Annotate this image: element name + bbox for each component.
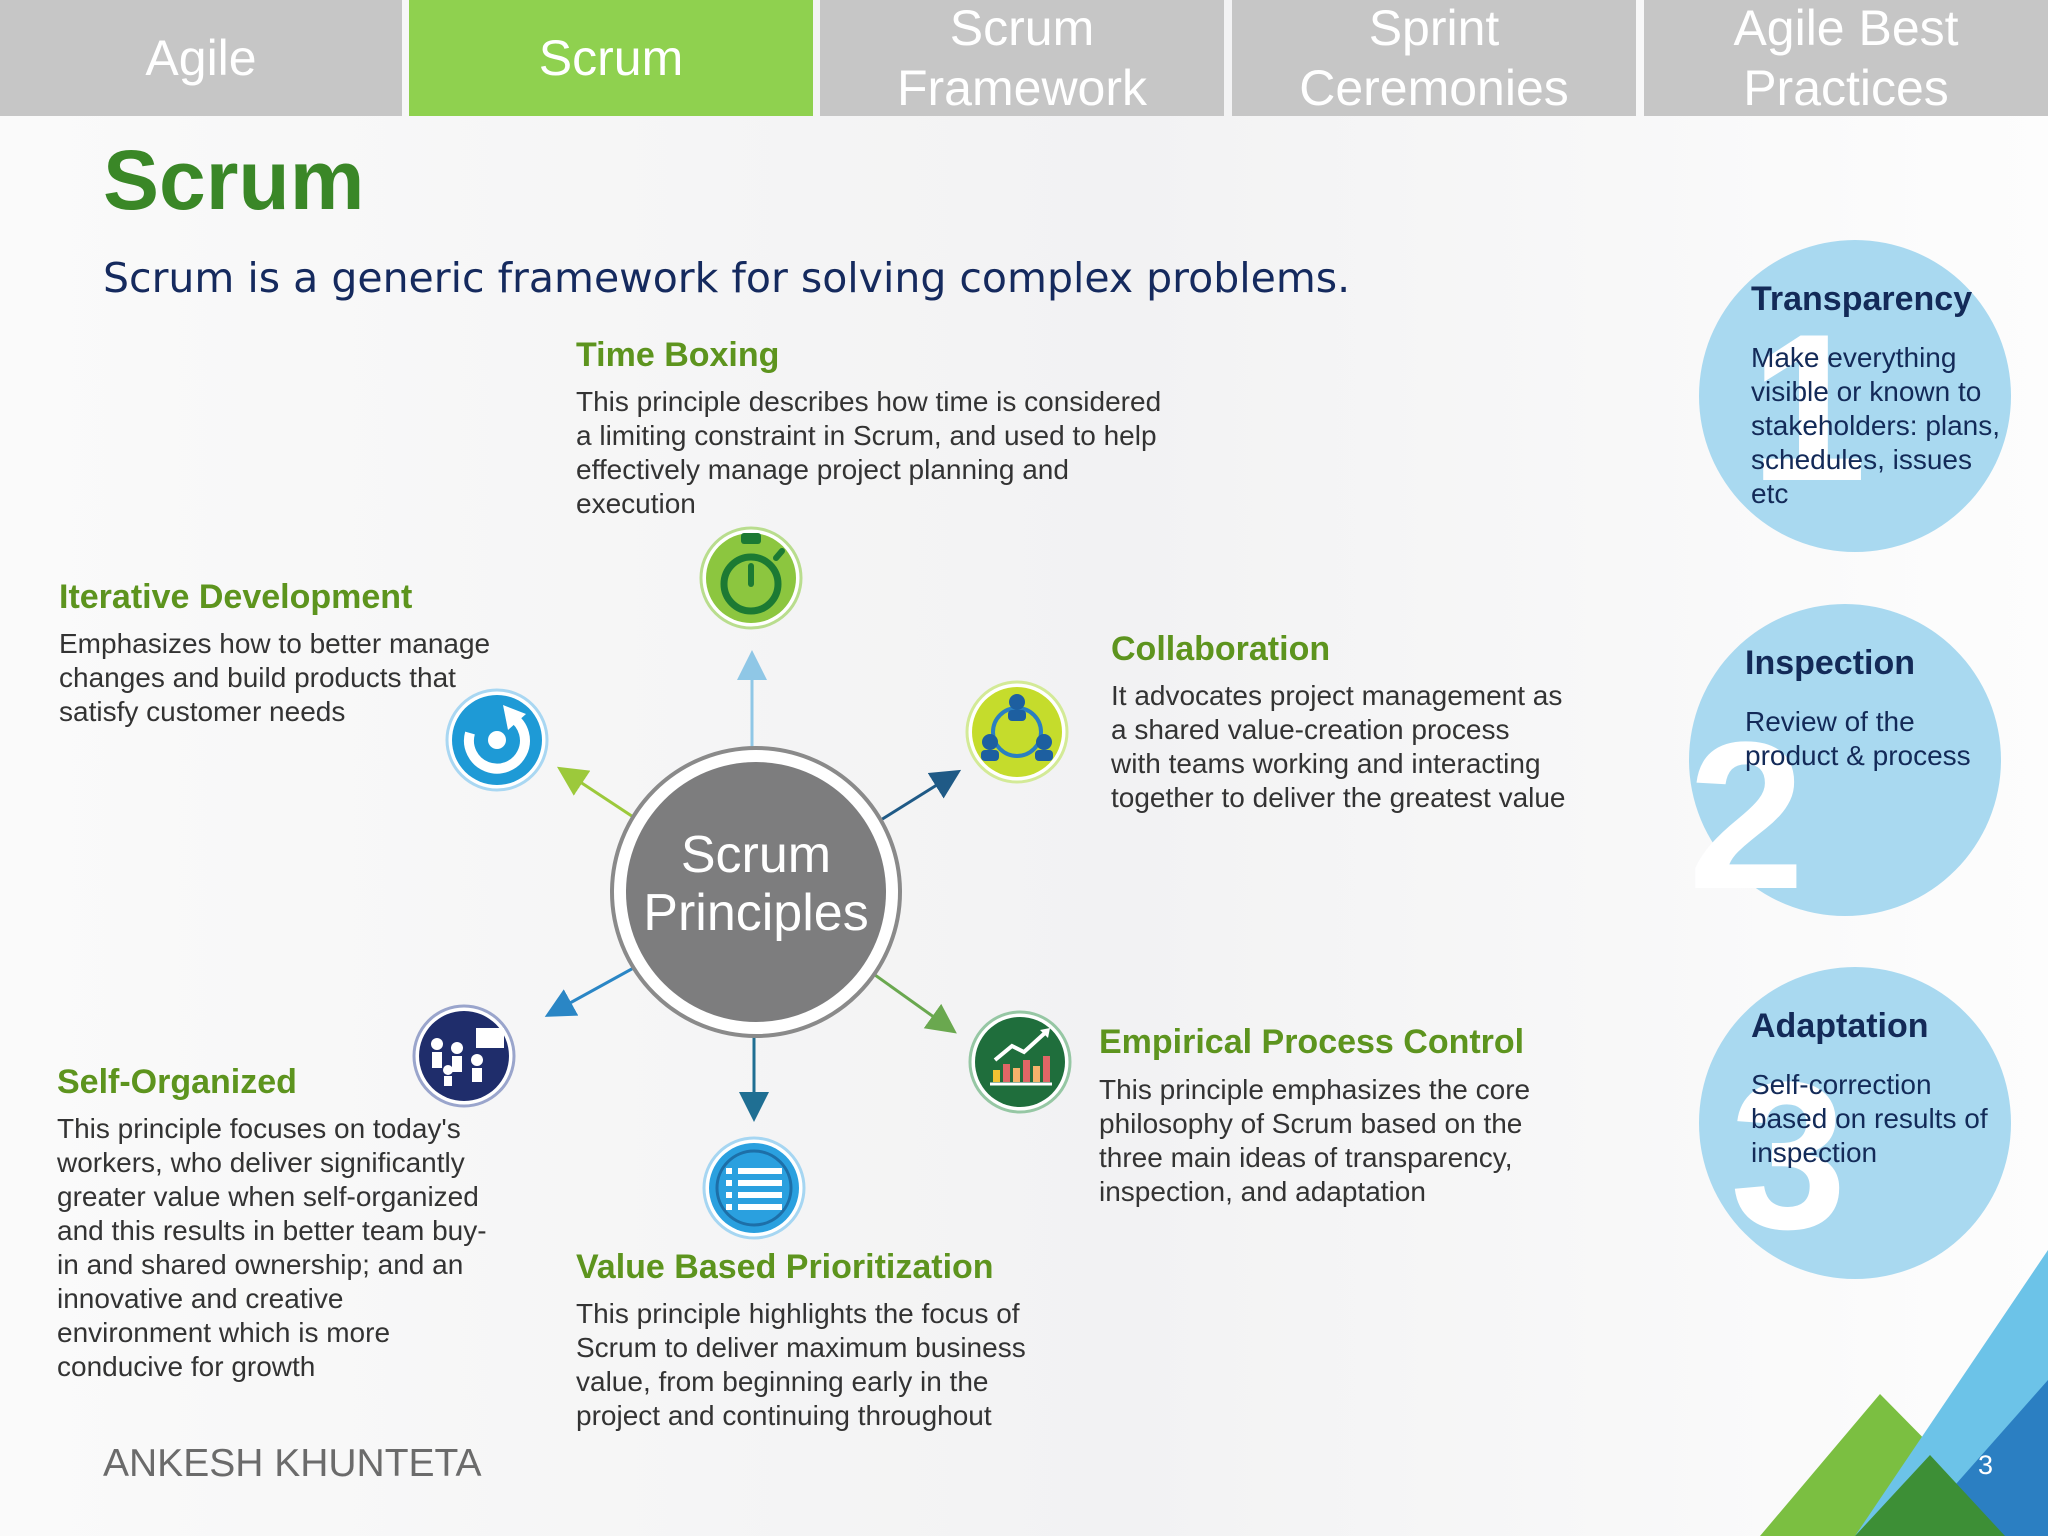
pillar-1-text: Make everything visible or known to stak… [1751,342,2001,509]
value-based-prioritization-title: Value Based Prioritization [576,1248,994,1286]
value-based-prioritization-text: This principle highlights the focus of S… [576,1298,1026,1431]
page-subtitle: Scrum is a generic framework for solving… [103,254,1351,302]
center-label-line2: Principles [643,884,868,942]
center-circle: Scrum Principles [610,746,902,1038]
tab-scrum[interactable]: Scrum [409,0,813,116]
pillar-3-circle: 3 [1699,967,2011,1279]
center-label-line1: Scrum [681,826,831,884]
arrow-lower-left [544,958,649,1017]
tab-label: Agile Best Practices [1733,0,1959,116]
iterative-development-title: Iterative Development [59,578,413,616]
pillar-2-title: Inspection [1745,644,1916,682]
page-title: Scrum [103,133,365,227]
self-organized-title: Self-Organized [57,1063,297,1101]
tab-agile-best-practices[interactable]: Agile Best Practices [1644,0,2048,116]
pillar-3-number: 3 [1730,1038,1847,1273]
stopwatch-icon [699,526,803,630]
list-icon [702,1136,806,1240]
team-meeting-icon [412,1004,516,1108]
pillar-1-title: Transparency [1751,280,1973,318]
pillar-1-number: 1 [1750,290,1867,525]
empirical-process-control-title: Empirical Process Control [1099,1023,1525,1061]
tab-label: Scrum Framework [896,0,1148,116]
tab-bar: Agile Scrum Scrum Framework Sprint Cerem… [0,0,2048,116]
page-number: 3 [1978,1450,1994,1480]
team-network-icon [965,680,1069,784]
author-name: ANKESH KHUNTETA [103,1442,482,1485]
pillar-3-text: Self-correction based on results of insp… [1751,1069,1988,1168]
tab-label: Scrum [538,30,684,86]
tab-label: Agile [145,30,257,86]
pillar-2-text: Review of the product & process [1745,706,1971,771]
collaboration-text: It advocates project management as a sha… [1111,680,1566,813]
time-boxing-text: This principle describes how time is con… [576,386,1162,519]
arrow-lower-right [867,968,957,1034]
growth-chart-icon [968,1010,1072,1114]
collaboration-title: Collaboration [1111,630,1331,668]
empirical-process-control-text: This principle emphasizes the core philo… [1099,1074,1531,1207]
arrow-upper-right [867,769,962,830]
self-organized-text: This principle focuses on today's worker… [57,1113,487,1382]
tab-sprint-ceremonies[interactable]: Sprint Ceremonies [1232,0,1636,116]
iterative-development-text: Emphasizes how to better manage changes … [59,628,491,727]
tab-label: Sprint Ceremonies [1299,0,1569,116]
time-boxing-title: Time Boxing [576,336,780,374]
pillar-1-circle: 1 [1699,240,2011,552]
refresh-cycle-icon [445,688,549,792]
tab-scrum-framework[interactable]: Scrum Framework [820,0,1224,116]
pillar-3-title: Adaptation [1751,1007,1929,1045]
pillar-2-number: 2 [1688,698,1805,933]
pillar-2-circle: 2 [1688,604,2001,933]
corner-decoration [1760,1250,2048,1536]
tab-agile[interactable]: Agile [0,0,402,116]
